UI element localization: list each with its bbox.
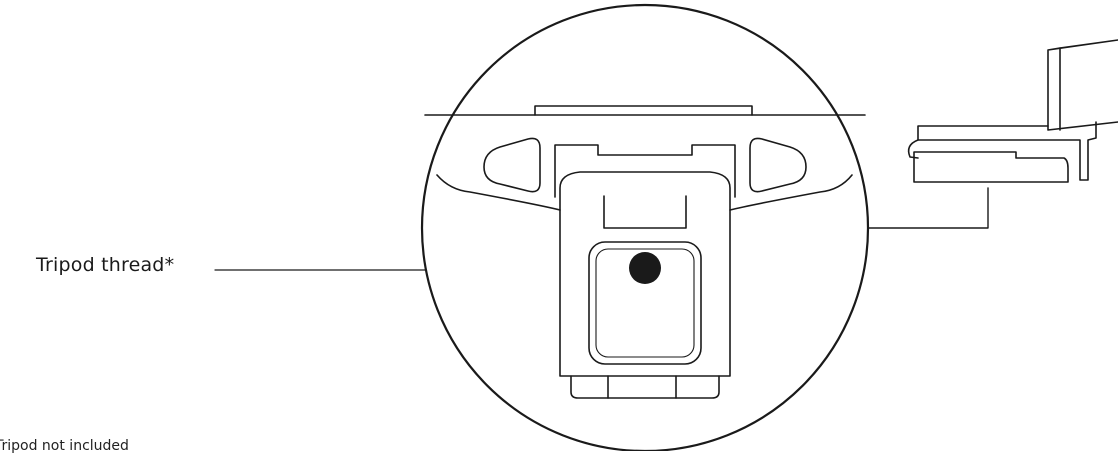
clip-upper-arm (917, 121, 1097, 181)
tripod-thread-label: Tripod thread* (36, 254, 175, 276)
tripod-plate (588, 241, 702, 365)
webcam-side-view (907, 39, 1118, 183)
clip-top-plate (554, 144, 736, 198)
right-button-icon (749, 137, 807, 193)
clip-tab (603, 195, 687, 229)
top-ledge (534, 105, 753, 116)
webcam-body (1047, 39, 1118, 131)
magnifier-connector-line (865, 187, 989, 229)
tripod-footnote: *Tripod not included (0, 438, 129, 454)
tripod-plate-inset (595, 248, 695, 358)
tripod-thread-hole (629, 252, 661, 284)
zoomed-webcam-view (424, 105, 866, 399)
housing-lower-edge (436, 174, 853, 211)
left-button-icon (483, 137, 541, 193)
clip-body (559, 171, 731, 377)
clip-hinge (907, 139, 919, 159)
clip-foot (570, 375, 720, 399)
clip-lower-arm (913, 151, 1069, 183)
